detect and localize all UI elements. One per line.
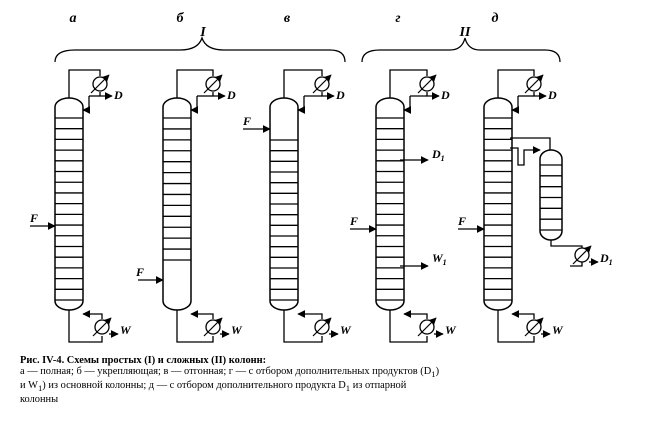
- col-b-condenser-arrow: [203, 74, 223, 94]
- col-b-label-d: D: [226, 88, 236, 102]
- col-a-label-w: W: [120, 323, 132, 337]
- stripper-shell: [539, 149, 563, 241]
- caption-line-2-sub-a: 1: [37, 383, 43, 394]
- stripper-reboiler-arrow: [572, 245, 592, 265]
- col-d-distillate-line: [533, 92, 547, 100]
- col-a-condenser-arrow: [90, 74, 110, 94]
- col-b-bottoms-line: [176, 310, 214, 343]
- col-g-label-w: W: [445, 323, 457, 337]
- col-b-shell: [162, 97, 192, 311]
- caption-line-2-c: из отпарной: [350, 380, 407, 392]
- caption-line-2-b: ) из основной колонны; д — с отбором доп…: [42, 380, 346, 392]
- group-label-ii: II: [459, 25, 471, 40]
- col-a-boilup-line: [82, 310, 103, 319]
- col-d-label-d: D: [547, 88, 557, 102]
- col-a-vapor-line: [68, 69, 101, 98]
- figure-caption: Рис. IV-4. Схемы простых (I) и сложных (…: [20, 355, 645, 405]
- col-d-reboiler-arrow: [524, 317, 544, 337]
- caption-line-1-sub: 1: [431, 369, 436, 380]
- col-d-vapor-return: [510, 137, 551, 150]
- col-a-label-f: F: [29, 211, 38, 225]
- col-d-vapor-line: [497, 69, 535, 98]
- caption-line-1-text: а — полная; б — укрепляющая; в — отгонна…: [20, 366, 432, 377]
- col-b-boilup-line: [190, 310, 214, 319]
- col-b-vapor-line: [176, 69, 214, 98]
- caption-line-2: и W1) из основной колонны; д — с отбором…: [20, 380, 645, 394]
- col-g-condenser-arrow: [417, 74, 437, 94]
- col-v-label-w: W: [340, 323, 352, 337]
- col-g-label-d1: D1: [431, 147, 445, 163]
- column-label-b: б: [177, 11, 185, 26]
- col-v-label-f: F: [242, 114, 251, 128]
- col-a-label-d: D: [113, 88, 123, 102]
- col-d-label-w: W: [552, 323, 564, 337]
- col-g-label-d: D: [440, 88, 450, 102]
- col-d-bottoms-line: [497, 310, 535, 343]
- col-d-label-f: F: [457, 214, 466, 228]
- group-i-brace: [54, 35, 346, 63]
- col-v-label-d: D: [335, 88, 345, 102]
- caption-line-1: а — полная; б — укрепляющая; в — отгонна…: [20, 366, 440, 380]
- col-g-label-f: F: [349, 214, 358, 228]
- caption-line-3: колонны: [20, 394, 59, 406]
- col-d-condenser-arrow: [524, 74, 544, 94]
- col-b-reboiler-arrow: [203, 317, 223, 337]
- col-b-label-w: W: [231, 323, 243, 337]
- group-label-i: I: [199, 25, 206, 40]
- caption-line-2-sub-b: 1: [345, 383, 351, 394]
- col-v-vapor-line: [283, 69, 323, 98]
- col-v-boilup-line: [297, 310, 323, 319]
- col-a-distillate-line: [99, 92, 113, 100]
- col-g-distillate-line: [426, 92, 440, 100]
- col-v-reboiler-arrow: [312, 317, 332, 337]
- col-g-boilup-line: [403, 310, 428, 319]
- col-v-distillate-line: [321, 92, 335, 100]
- col-g-vapor-line: [389, 69, 428, 98]
- column-label-g: г: [395, 11, 400, 26]
- column-label-v: в: [284, 11, 291, 26]
- col-d-boilup-line: [511, 310, 535, 319]
- col-g-reboiler-arrow: [417, 317, 437, 337]
- col-v-condenser-arrow: [312, 74, 332, 94]
- stripper-label-d1: D1: [599, 251, 613, 267]
- col-d-side-draw: [510, 146, 541, 166]
- stripper-bottoms-line: [550, 240, 583, 250]
- caption-title: Рис. IV-4. Схемы простых (I) и сложных (…: [20, 355, 267, 366]
- col-g-bottoms-line: [389, 310, 428, 343]
- column-label-d: д: [492, 11, 499, 26]
- col-b-label-f: F: [135, 265, 144, 279]
- col-a-bottoms-line: [68, 310, 103, 343]
- col-v-bottoms-line: [283, 310, 323, 343]
- caption-line-2-a: и W: [20, 380, 38, 392]
- col-g-label-w1: W1: [432, 251, 447, 267]
- column-label-a: а: [70, 11, 77, 26]
- col-b-distillate-line: [212, 92, 226, 100]
- col-a-reboiler-arrow: [92, 317, 112, 337]
- group-ii-brace: [361, 37, 561, 63]
- stripper-product-line: [570, 262, 583, 267]
